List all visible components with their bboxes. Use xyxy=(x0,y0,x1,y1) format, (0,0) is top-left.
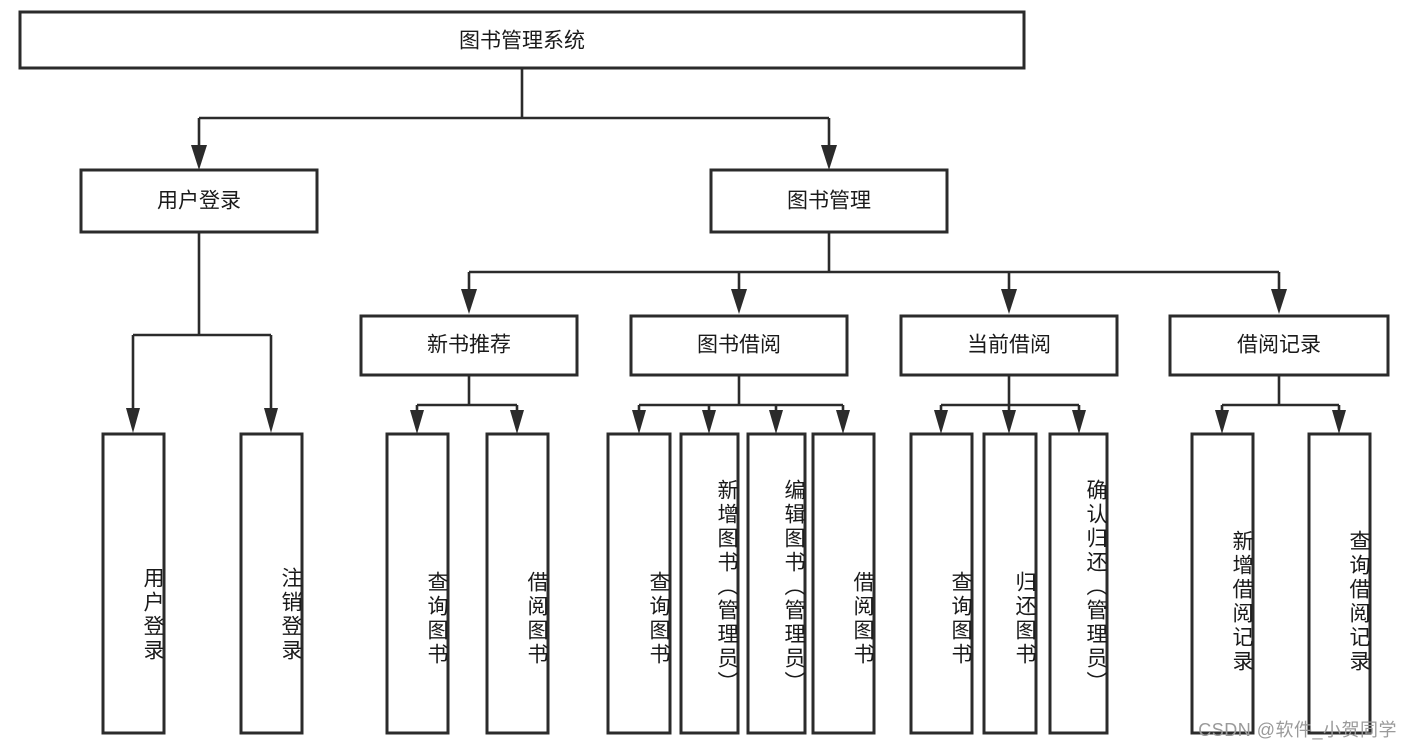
arrow-head-leaf-confirm-return xyxy=(1072,410,1086,434)
node-box-leaf-query-book-2[interactable] xyxy=(606,432,672,735)
node-box-current-borrow[interactable] xyxy=(899,314,1119,377)
node-label-root: 图书管理系统 xyxy=(459,30,585,53)
node-box-user-login[interactable] xyxy=(79,168,319,234)
node-box-book-borrow[interactable] xyxy=(629,314,849,377)
node-label-user-login: 用户登录 xyxy=(157,190,241,213)
node-box-leaf-query-book-1[interactable] xyxy=(385,432,450,735)
node-box-borrow-record[interactable] xyxy=(1168,314,1390,377)
arrow-head-book-manage xyxy=(821,145,837,170)
arrow-head-leaf-add-book xyxy=(702,410,716,434)
arrow-head-leaf-edit-book xyxy=(769,410,783,434)
arrow-head-leaf-borrow-book-1 xyxy=(510,410,524,434)
node-box-leaf-user-logout[interactable] xyxy=(239,432,304,735)
node-box-new-book-rec[interactable] xyxy=(359,314,579,377)
connector-layer xyxy=(126,68,1346,434)
node-label-new-book-rec: 新书推荐 xyxy=(427,334,511,357)
arrow-head-leaf-query-book-2 xyxy=(632,410,646,434)
arrow-head-leaf-user-login xyxy=(126,408,140,433)
arrow-head-user-login xyxy=(191,145,207,170)
node-box-leaf-query-record[interactable] xyxy=(1307,432,1372,735)
node-box-leaf-confirm-return[interactable] xyxy=(1048,432,1109,735)
node-box-leaf-borrow-book-2[interactable] xyxy=(811,432,876,735)
node-box-book-manage[interactable] xyxy=(709,168,949,234)
arrow-head-leaf-query-record xyxy=(1332,410,1346,434)
arrow-head-book-borrow xyxy=(731,289,747,314)
node-layer: 图书管理系统 用户登录 图书管理 新书推荐 图书借阅 当前借阅 借阅记录 xyxy=(18,10,1390,735)
node-label-book-borrow: 图书借阅 xyxy=(697,334,781,357)
watermark-text: CSDN @软件_小贺同学 xyxy=(1198,720,1397,740)
arrow-head-leaf-user-logout xyxy=(264,408,278,433)
arrow-head-leaf-add-record xyxy=(1215,410,1229,434)
arrow-head-leaf-return-book xyxy=(1002,410,1016,434)
arrow-head-current-borrow xyxy=(1001,289,1017,314)
node-box-leaf-add-record[interactable] xyxy=(1190,432,1255,735)
node-label-book-manage: 图书管理 xyxy=(787,190,871,213)
node-box-root[interactable] xyxy=(18,10,1026,70)
arrow-head-leaf-query-book-3 xyxy=(934,410,948,434)
node-label-current-borrow: 当前借阅 xyxy=(967,334,1051,357)
node-box-leaf-edit-book[interactable] xyxy=(746,432,807,735)
node-box-leaf-add-book[interactable] xyxy=(679,432,740,735)
arrow-head-new-book-rec xyxy=(461,289,477,314)
node-box-leaf-query-book-3[interactable] xyxy=(909,432,974,735)
arrow-head-leaf-borrow-book-2 xyxy=(836,410,850,434)
node-box-leaf-return-book[interactable] xyxy=(982,432,1038,735)
arrow-head-borrow-record xyxy=(1271,289,1287,314)
node-label-borrow-record: 借阅记录 xyxy=(1237,334,1321,357)
node-box-leaf-user-login[interactable] xyxy=(101,432,166,735)
arrow-head-leaf-query-book-1 xyxy=(410,410,424,434)
node-box-leaf-borrow-book-1[interactable] xyxy=(485,432,550,735)
